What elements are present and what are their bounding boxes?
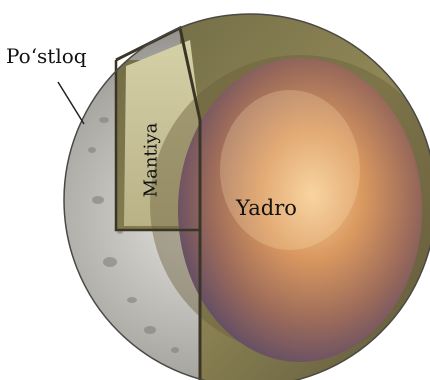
crust-leader-line <box>58 82 84 124</box>
mantle-label: Mantiya <box>141 123 162 198</box>
crust-label: Po‘stloq <box>6 44 87 68</box>
core-label: Yadro <box>236 196 297 220</box>
